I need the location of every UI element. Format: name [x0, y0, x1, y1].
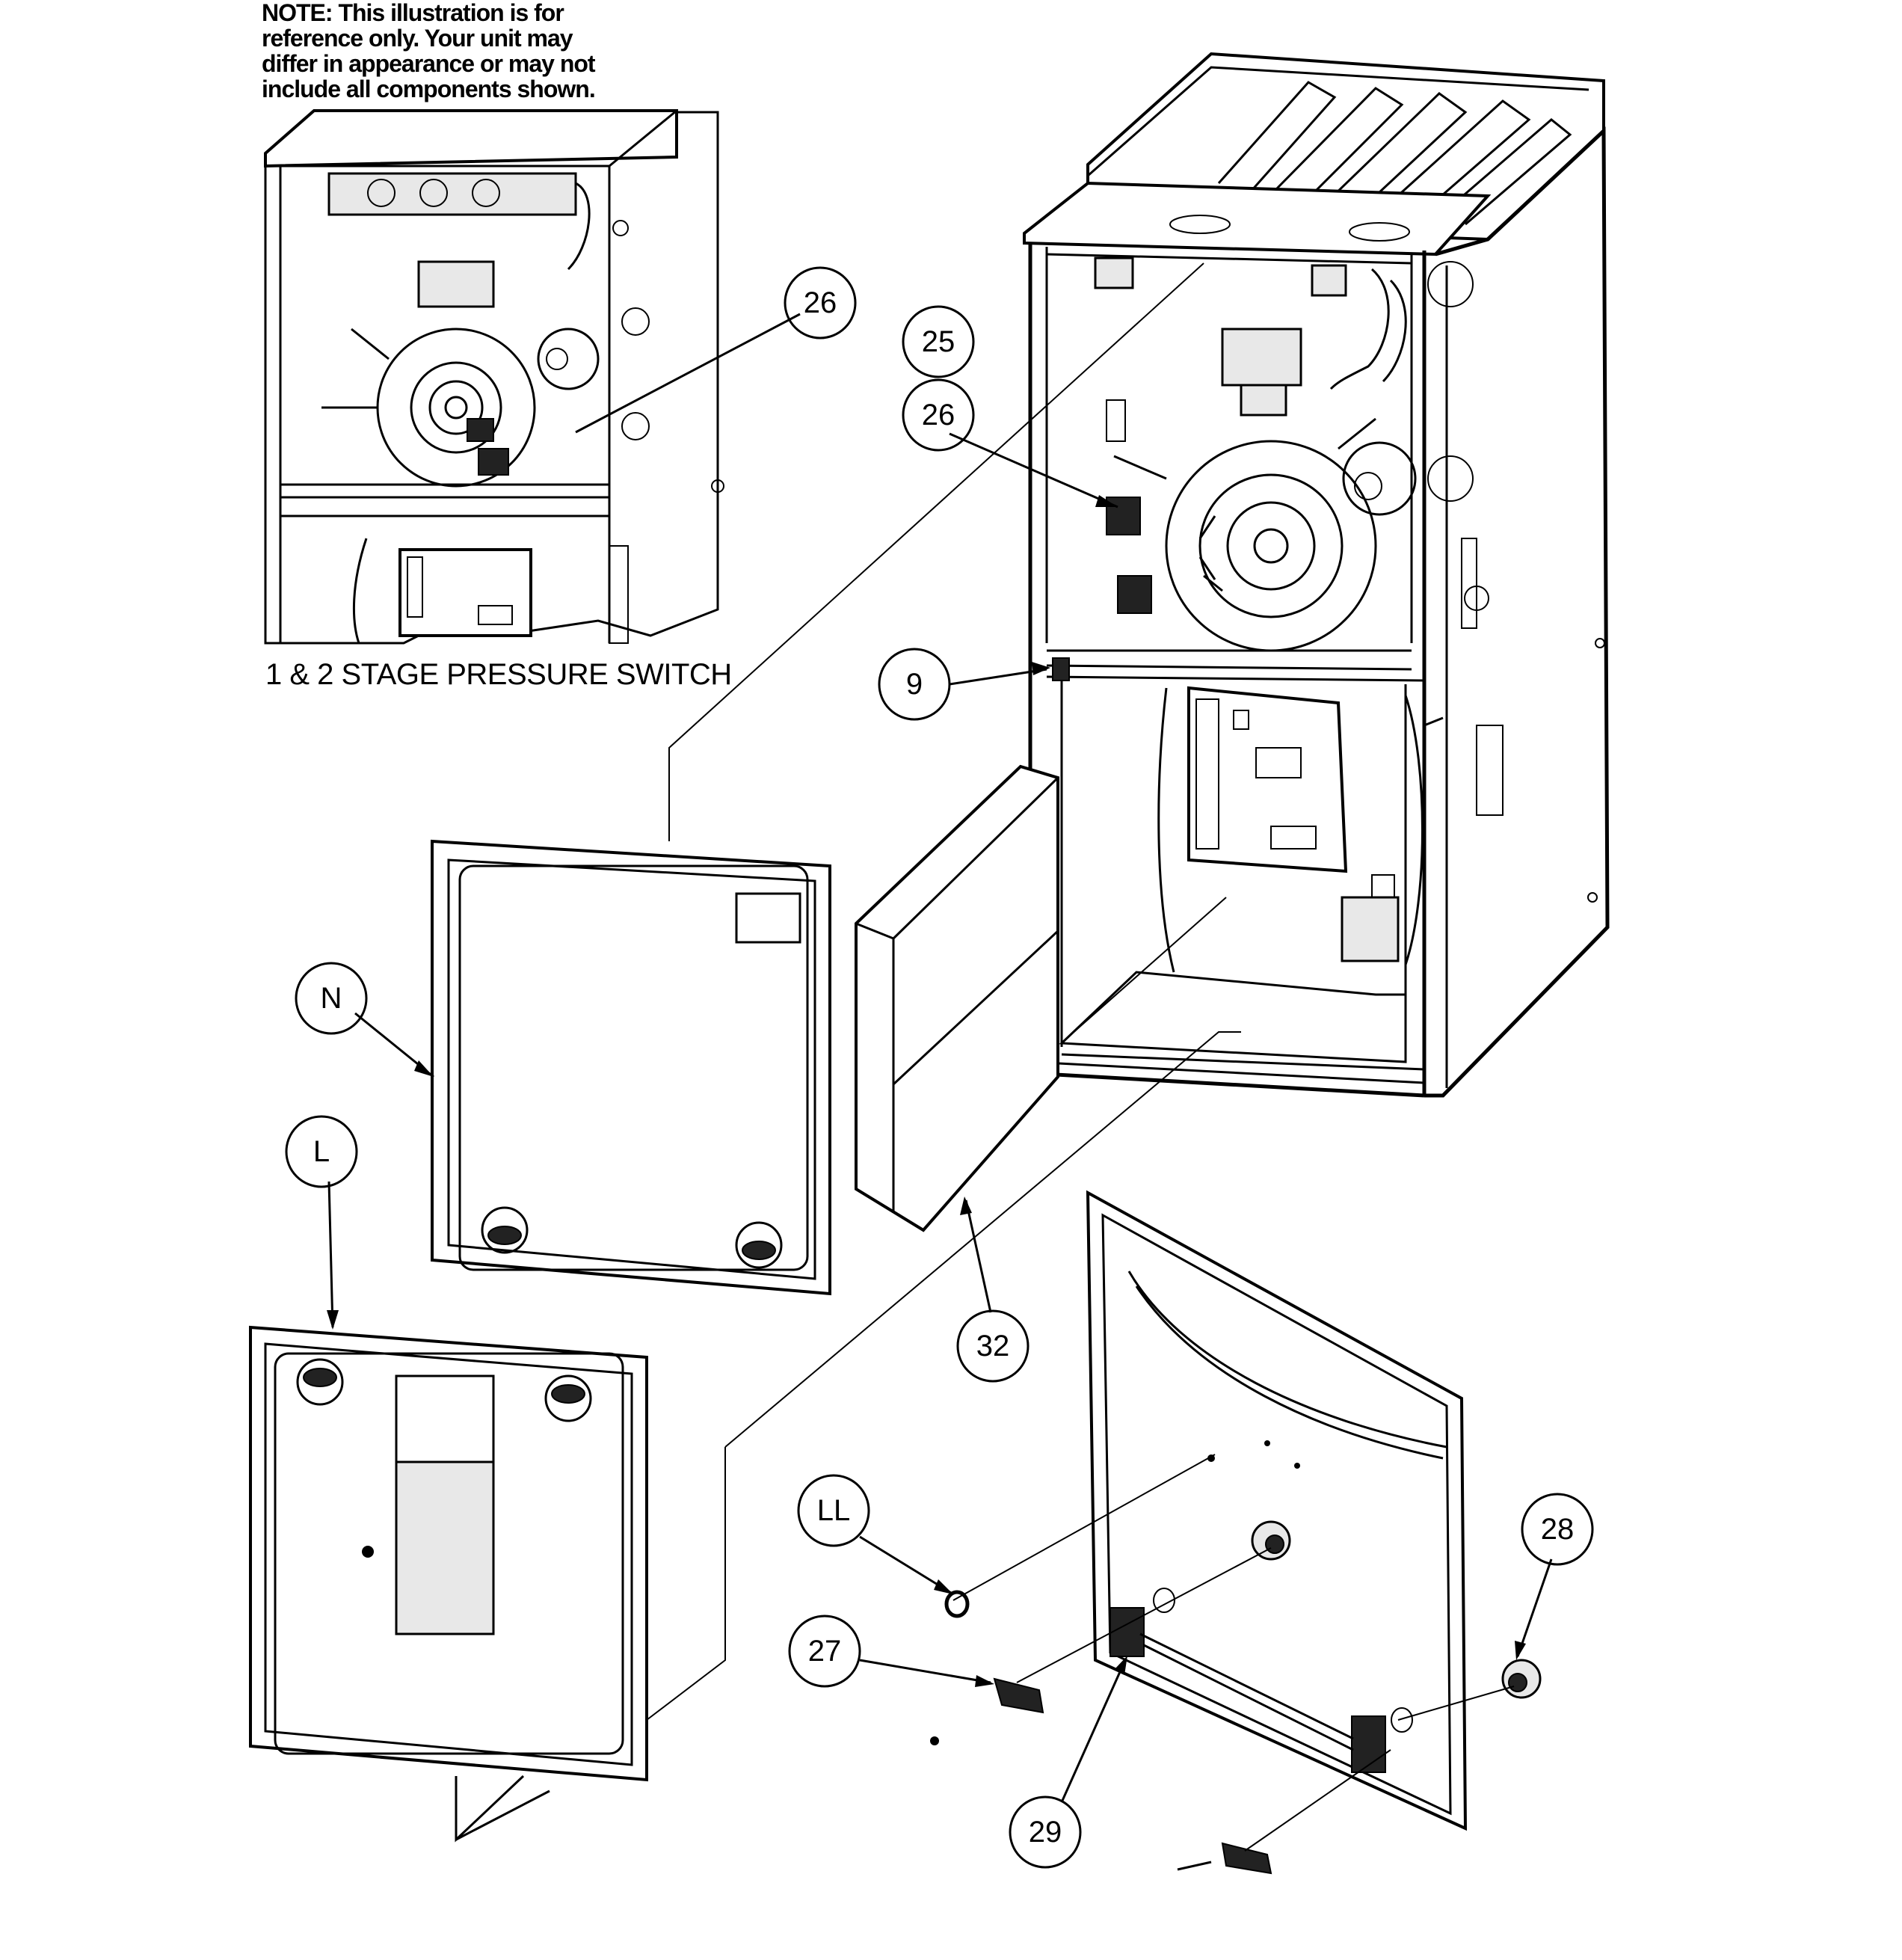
callout-label: 26 [922, 399, 955, 431]
callout-l: L [285, 1115, 358, 1188]
callout-label: 32 [976, 1330, 1010, 1363]
callout-28: 28 [1521, 1493, 1594, 1566]
inset-furnace-view [264, 109, 724, 645]
callout-label: L [313, 1135, 330, 1168]
note-line-2: reference only. Your unit may [262, 25, 573, 52]
upper-door-n [431, 839, 831, 1296]
callout-27: 27 [788, 1615, 861, 1688]
callout-9: 9 [878, 648, 951, 721]
note-line-4: include all components shown. [262, 76, 596, 102]
lower-door-l [249, 1325, 648, 1843]
callout-label: LL [817, 1494, 851, 1527]
callout-label: 9 [906, 668, 923, 701]
callout-26: 26 [902, 378, 975, 452]
callout-label: N [321, 982, 342, 1015]
note-line-1: NOTE: This illustration is for [262, 0, 564, 26]
callout-29: 29 [1009, 1795, 1082, 1869]
callout-32: 32 [956, 1309, 1030, 1383]
callout-26-inset: 26 [784, 266, 857, 340]
callout-label: 28 [1541, 1513, 1575, 1546]
filter-assembly [855, 764, 1059, 1232]
callout-ll: LL [797, 1474, 870, 1547]
callout-label: 26 [804, 286, 837, 319]
callout-label: 25 [922, 325, 955, 358]
blower-door-panel [930, 1190, 1542, 1875]
reference-note: NOTE: This illustration is for reference… [262, 0, 650, 102]
callout-label: 27 [808, 1635, 842, 1668]
callout-n: N [295, 962, 368, 1035]
leader-lines [327, 262, 1553, 1852]
note-line-3: differ in appearance or may not [262, 50, 596, 77]
inset-caption: 1 & 2 STAGE PRESSURE SWITCH [265, 658, 732, 691]
callout-25: 25 [902, 305, 975, 378]
furnace-cabinet [1023, 52, 1610, 1098]
callout-label: 29 [1029, 1816, 1062, 1849]
